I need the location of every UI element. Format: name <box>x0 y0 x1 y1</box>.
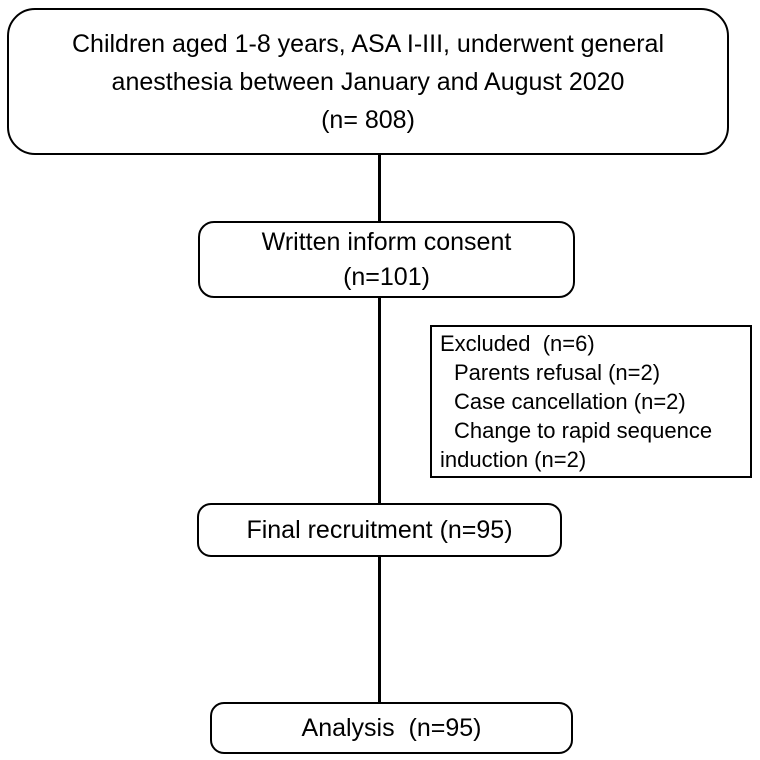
consent-count: (n=101) <box>343 262 430 291</box>
population-box: Children aged 1-8 years, ASA I-III, unde… <box>7 8 729 155</box>
analysis-text: Analysis (n=95) <box>301 713 482 742</box>
population-count: (n= 808) <box>321 105 415 134</box>
connector-line-top <box>378 154 381 222</box>
excluded-header: Excluded (n=6) <box>440 331 595 356</box>
excluded-reason-rsi-line-1: Change to rapid sequence <box>454 418 713 443</box>
population-text-line-2: anesthesia between January and August 20… <box>111 67 625 96</box>
excluded-box: Excluded (n=6) Parents refusal (n=2) Cas… <box>430 325 752 478</box>
final-recruitment-box: Final recruitment (n=95) <box>197 503 562 557</box>
consent-box: Written inform consent (n=101) <box>198 221 575 298</box>
final-recruitment-text: Final recruitment (n=95) <box>246 515 513 544</box>
excluded-reason-case-cancellation: Case cancellation (n=2) <box>454 389 686 414</box>
excluded-reason-parents-refusal: Parents refusal (n=2) <box>454 360 661 385</box>
connector-line-middle <box>378 297 381 504</box>
population-text-line-1: Children aged 1-8 years, ASA I-III, unde… <box>71 29 665 58</box>
consent-text: Written inform consent <box>261 227 512 256</box>
connector-line-bottom <box>378 556 381 703</box>
excluded-reason-rsi-line-2: induction (n=2) <box>440 447 587 472</box>
analysis-box: Analysis (n=95) <box>210 702 573 754</box>
